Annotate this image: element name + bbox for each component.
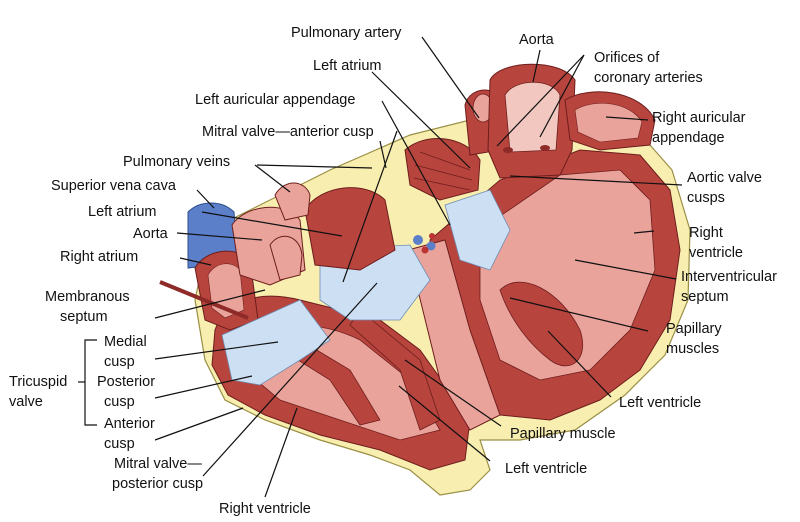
label-anterior-cusp-line2: cusp	[104, 436, 135, 452]
septum-shape	[407, 239, 501, 431]
label-right-atrium: Right atrium	[60, 249, 138, 265]
label-mitral-anterior: Mitral valve—anterior cusp	[202, 124, 374, 140]
label-posterior-cusp-line1: Posterior	[97, 374, 155, 390]
label-right-ventricle-line2: ventricle	[689, 245, 743, 261]
pulmonary-vein-shape	[269, 235, 303, 281]
label-left-atrium-mid: Left atrium	[88, 204, 157, 220]
label-interventricular-line2: septum	[681, 289, 729, 305]
label-papillary-muscles-line1: Papillary	[666, 321, 722, 337]
label-tricuspid-line2: valve	[9, 394, 43, 410]
leader-lines	[78, 36, 683, 498]
coronary-orifice	[503, 147, 513, 153]
right-appendage-inner	[574, 102, 643, 143]
labels: Pulmonary artery Aorta Orifices of coron…	[9, 25, 777, 517]
label-pulmonary-artery: Pulmonary artery	[291, 25, 402, 41]
aortic-outflow-shape	[444, 189, 511, 271]
coronary-orifice	[540, 145, 550, 151]
label-posterior-cusp-line2: cusp	[104, 394, 135, 410]
coronary-vessel	[426, 241, 436, 251]
label-left-atrium-top: Left atrium	[313, 58, 382, 74]
left-auricular-appendage-shape	[404, 138, 481, 201]
label-right-auricular-line1: Right auricular	[652, 110, 746, 126]
coronary-vessel	[421, 246, 429, 254]
rv-band	[349, 309, 441, 431]
label-orifices-line1: Orifices of	[594, 50, 660, 66]
label-mitral-posterior-line2: posterior cusp	[112, 476, 203, 492]
label-pulmonary-veins: Pulmonary veins	[123, 154, 230, 170]
label-aorta-top: Aorta	[519, 32, 555, 48]
pulmonary-vein-shape	[274, 182, 311, 221]
label-papillary-muscles-line2: muscles	[666, 341, 719, 357]
label-anterior-cusp-line1: Anterior	[104, 416, 155, 432]
label-right-ventricle-bottom: Right ventricle	[219, 501, 311, 517]
aorta-top-lumen	[504, 82, 561, 153]
label-left-auricular-appendage: Left auricular appendage	[195, 92, 355, 108]
label-orifices-line2: coronary arteries	[594, 70, 703, 86]
label-aortic-valve-line1: Aortic valve	[687, 170, 762, 186]
coronary-vessel	[429, 233, 435, 239]
appendage-ridges	[413, 151, 473, 191]
label-right-ventricle-line1: Right	[689, 225, 723, 241]
coronary-artery-line	[159, 280, 249, 320]
label-mitral-posterior-line1: Mitral valve—	[114, 456, 202, 472]
label-tricuspid-line1: Tricuspid	[9, 374, 67, 390]
label-aortic-valve-line2: cusps	[687, 190, 725, 206]
label-left-ventricle-right: Left ventricle	[619, 395, 701, 411]
label-left-ventricle-bottom: Left ventricle	[505, 461, 587, 477]
label-papillary-muscle: Papillary muscle	[510, 426, 616, 442]
label-membranous-line2: septum	[60, 309, 108, 325]
coronary-vessel	[413, 235, 423, 245]
label-superior-vena-cava: Superior vena cava	[51, 178, 177, 194]
label-membranous-line1: Membranous	[45, 289, 130, 305]
left-atrium-shape	[304, 187, 396, 271]
label-medial-cusp-line1: Medial	[104, 334, 147, 350]
label-interventricular-line1: Interventricular	[681, 269, 777, 285]
label-medial-cusp-line2: cusp	[104, 354, 135, 370]
label-aorta-mid: Aorta	[133, 226, 169, 242]
label-right-auricular-line2: appendage	[652, 130, 725, 146]
